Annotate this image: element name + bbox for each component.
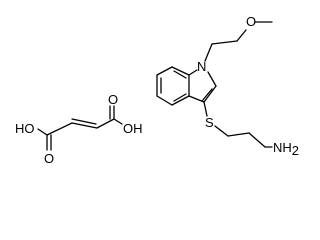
atom-label-ho: HO	[15, 121, 35, 136]
bond	[188, 95, 205, 103]
bond	[214, 125, 229, 137]
atom-label-o-left: O	[44, 151, 54, 166]
bond	[204, 43, 213, 62]
atom-label-o-right: O	[108, 92, 118, 107]
bond	[113, 118, 123, 125]
atom-label-subscript: 2	[292, 143, 299, 158]
bond	[46, 122, 73, 136]
bond	[171, 66, 190, 76]
double-bond-inner	[201, 88, 213, 102]
bond	[156, 66, 173, 76]
pyrrole-ring	[188, 69, 217, 103]
bond	[211, 40, 238, 45]
chemical-structure-diagram: N O S NH2 HO O OH O	[15, 14, 299, 166]
atom-label-o: O	[246, 14, 256, 29]
bond	[171, 95, 190, 106]
bond	[207, 71, 217, 87]
atom-label-n: N	[197, 59, 206, 74]
bond	[227, 132, 250, 137]
atom-label-s: S	[205, 115, 214, 130]
benzene-ring	[156, 66, 190, 106]
bond	[203, 101, 208, 117]
atom-label-nh2: NH2	[273, 140, 299, 158]
bond	[156, 95, 173, 106]
bond	[248, 132, 266, 148]
bond	[203, 85, 217, 103]
double-bond-inner	[173, 70, 187, 79]
methoxyethyl-chain	[204, 21, 273, 62]
double-bond	[71, 118, 97, 125]
indole-compound: N O S NH2	[156, 14, 299, 158]
bond	[96, 118, 115, 129]
atom-label-nh: NH	[273, 140, 292, 155]
atom-label-oh: OH	[123, 121, 143, 136]
double-bond-inner	[173, 93, 187, 102]
bond	[37, 128, 48, 136]
fumaric-acid: HO O OH O	[15, 92, 143, 166]
thioethylamine-chain	[203, 101, 273, 148]
bond	[71, 122, 98, 129]
bond	[188, 69, 198, 76]
bond	[236, 29, 247, 42]
